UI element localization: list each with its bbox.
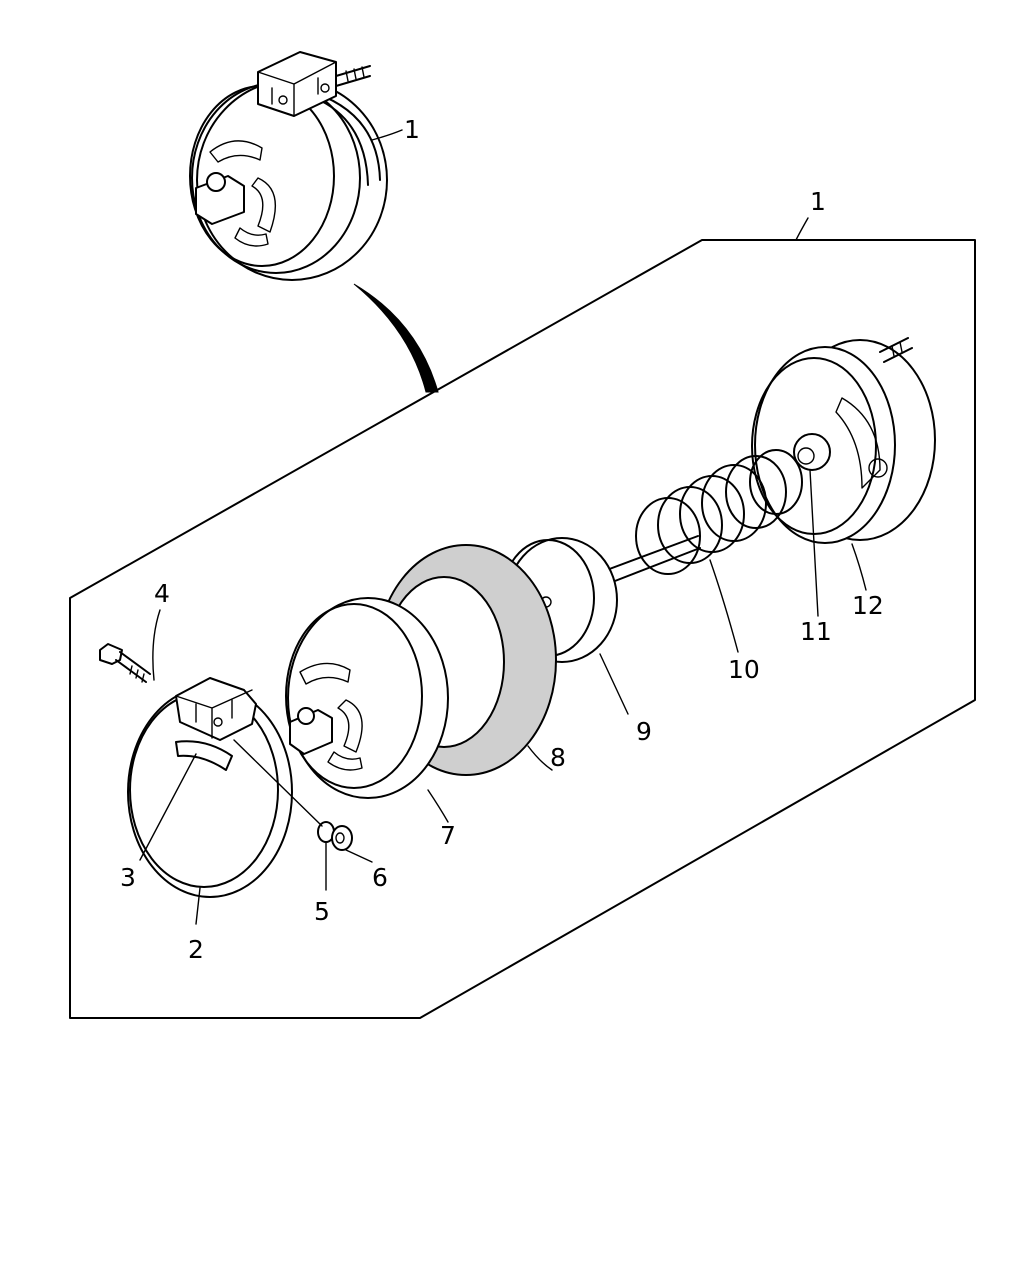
callout-2: 2 bbox=[188, 935, 204, 964]
part-10-spring bbox=[635, 449, 803, 575]
callout-10: 10 bbox=[728, 655, 760, 684]
part-11-bushing bbox=[793, 433, 831, 471]
leader-lines bbox=[139, 129, 867, 925]
callout-11: 11 bbox=[800, 617, 832, 646]
exploded-view-border bbox=[69, 239, 976, 1019]
callout-4: 4 bbox=[154, 579, 170, 608]
callout-8: 8 bbox=[550, 743, 566, 772]
callout-1-assembled: 1 bbox=[404, 115, 420, 144]
callout-labels: 1 1 2 3 4 5 6 7 8 9 10 11 12 bbox=[120, 115, 884, 964]
part-4-bolt bbox=[99, 643, 151, 683]
callout-7: 7 bbox=[440, 821, 456, 850]
part-7-housing bbox=[285, 597, 449, 799]
callout-3: 3 bbox=[120, 863, 136, 892]
assembled-unit bbox=[189, 51, 388, 281]
callout-12: 12 bbox=[852, 591, 884, 620]
part-3-liner bbox=[175, 740, 233, 771]
callout-6: 6 bbox=[372, 863, 388, 892]
callout-1-exploded: 1 bbox=[810, 187, 826, 216]
clamp-block bbox=[175, 677, 257, 741]
detail-pointer bbox=[353, 283, 439, 393]
part-6-nut bbox=[331, 825, 353, 851]
callout-5: 5 bbox=[314, 897, 330, 926]
part-12-housing bbox=[751, 337, 936, 544]
callout-9: 9 bbox=[636, 717, 652, 746]
